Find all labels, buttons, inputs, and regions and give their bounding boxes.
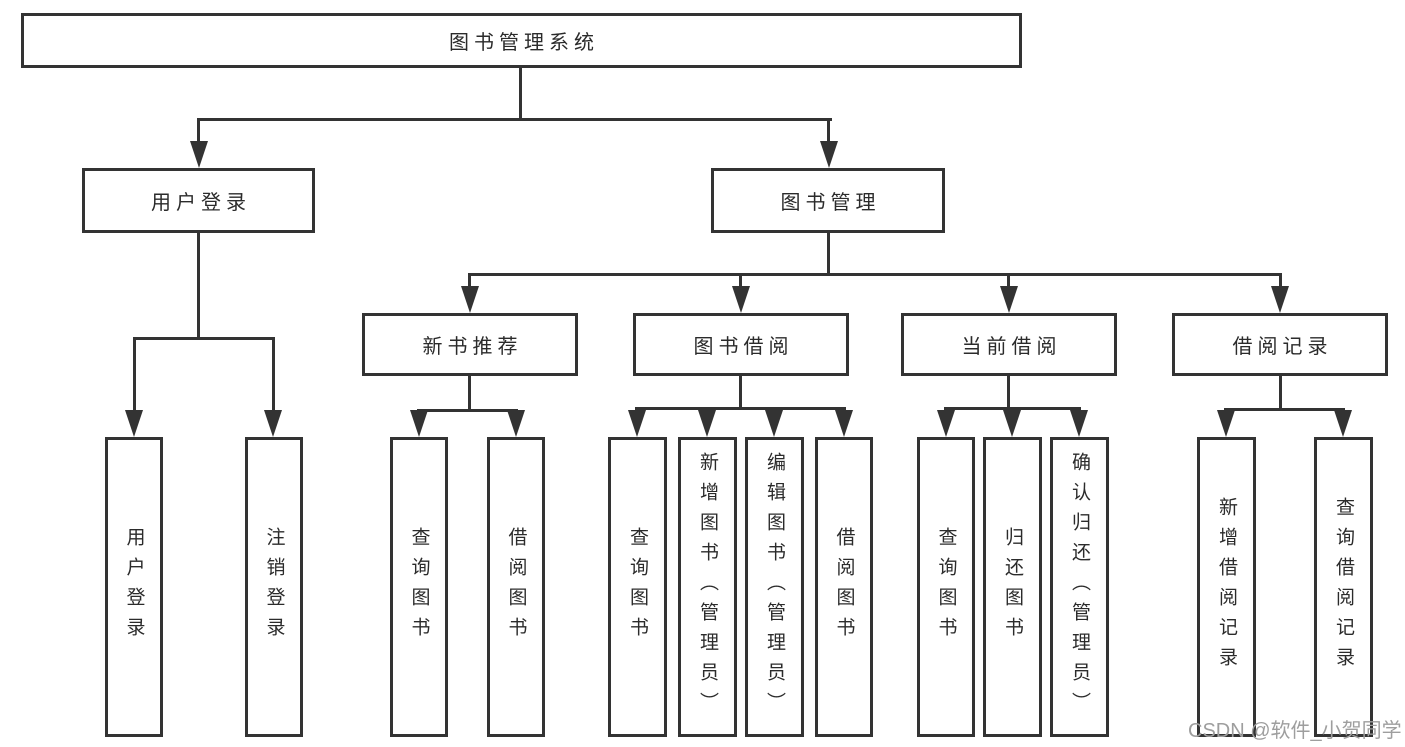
arrowhead-icon — [264, 410, 282, 437]
node-new-books: 新书推荐 — [362, 313, 578, 376]
leaf-currentborrow-query: 查询图书 — [917, 437, 975, 737]
connector-line — [417, 409, 518, 412]
arrowhead-icon — [835, 410, 853, 437]
leaf-currentborrow-confirm: 确认归还（管理员） — [1050, 437, 1109, 737]
node-borrow-records: 借阅记录 — [1172, 313, 1388, 376]
arrowhead-icon — [1000, 286, 1018, 313]
connector-line — [468, 273, 1282, 276]
arrowhead-icon — [937, 410, 955, 437]
connector-line — [272, 337, 275, 411]
connector-line — [1007, 273, 1010, 288]
arrowhead-icon — [732, 286, 750, 313]
node-book-borrow: 图书借阅 — [633, 313, 849, 376]
connector-line — [842, 407, 845, 412]
connector-line — [468, 273, 471, 288]
arrowhead-icon — [190, 141, 208, 168]
connector-line — [1279, 273, 1282, 288]
arrowhead-icon — [1003, 410, 1021, 437]
leaf-records-add: 新增借阅记录 — [1197, 437, 1256, 737]
arrowhead-icon — [1217, 410, 1235, 437]
arrowhead-icon — [410, 410, 428, 437]
arrowhead-icon — [125, 410, 143, 437]
node-root: 图书管理系统 — [21, 13, 1022, 68]
connector-line — [827, 118, 830, 143]
connector-line — [519, 68, 522, 120]
arrowhead-icon — [765, 410, 783, 437]
leaf-currentborrow-return: 归还图书 — [983, 437, 1042, 737]
leaf-bookborrow-borrow: 借阅图书 — [815, 437, 873, 737]
watermark: CSDN @软件_小贺同学 — [1188, 720, 1402, 742]
arrowhead-icon — [698, 410, 716, 437]
connector-line — [772, 407, 775, 412]
leaf-newbooks-borrow: 借阅图书 — [487, 437, 545, 737]
connector-line — [197, 233, 200, 340]
connector-line — [739, 273, 742, 288]
leaf-bookborrow-add: 新增图书（管理员） — [678, 437, 737, 737]
connector-line — [468, 376, 471, 409]
node-user-login: 用户登录 — [82, 168, 315, 233]
connector-line — [197, 118, 200, 143]
leaf-bookborrow-query: 查询图书 — [608, 437, 667, 737]
connector-line — [705, 407, 708, 412]
connector-line — [635, 407, 638, 412]
connector-line — [1007, 376, 1010, 407]
arrowhead-icon — [507, 410, 525, 437]
connector-line — [1010, 407, 1013, 412]
connector-line — [1224, 408, 1345, 411]
connector-line — [133, 337, 275, 340]
connector-line — [1078, 407, 1081, 412]
arrowhead-icon — [1271, 286, 1289, 313]
leaf-newbooks-query: 查询图书 — [390, 437, 448, 737]
connector-line — [1279, 376, 1282, 408]
arrowhead-icon — [1334, 410, 1352, 437]
node-current-borrow: 当前借阅 — [901, 313, 1117, 376]
leaf-bookborrow-edit: 编辑图书（管理员） — [745, 437, 804, 737]
connector-line — [827, 232, 830, 275]
connector-line — [133, 337, 136, 411]
arrowhead-icon — [1070, 410, 1088, 437]
connector-line — [197, 118, 832, 121]
connector-line — [739, 376, 742, 407]
leaf-logout: 注销登录 — [245, 437, 303, 737]
arrowhead-icon — [628, 410, 646, 437]
arrowhead-icon — [461, 286, 479, 313]
leaf-records-query: 查询借阅记录 — [1314, 437, 1373, 737]
node-book-mgmt: 图书管理 — [711, 168, 945, 233]
connector-line — [944, 407, 947, 412]
arrowhead-icon — [820, 141, 838, 168]
connector-line — [635, 407, 846, 410]
leaf-user-login: 用户登录 — [105, 437, 163, 737]
